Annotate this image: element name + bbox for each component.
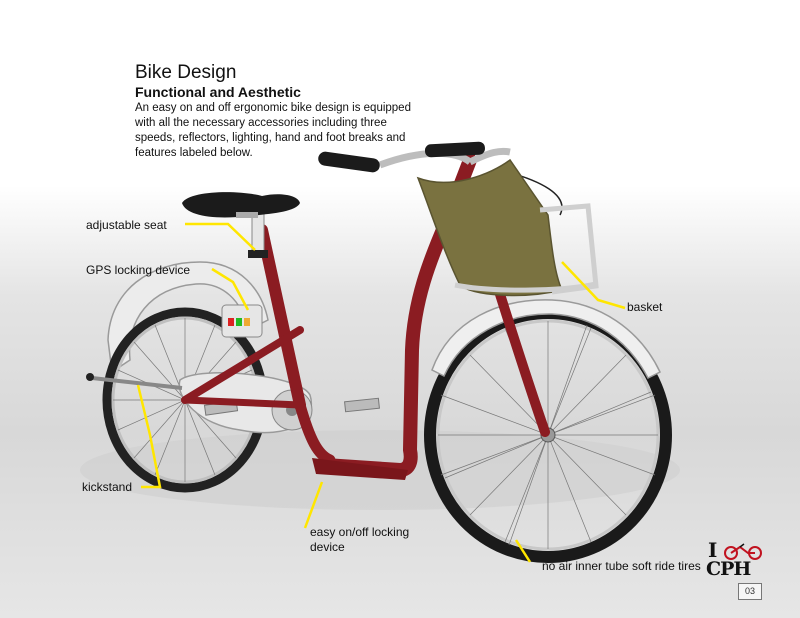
page-number: 03 <box>738 583 762 600</box>
kickstand <box>91 376 183 390</box>
bike-frame <box>181 153 550 478</box>
label-adjustable-seat: adjustable seat <box>86 218 167 232</box>
label-easy-locking-device: easy on/off locking device <box>310 525 410 554</box>
label-gps-locking-device: GPS locking device <box>86 263 191 277</box>
label-kickstand: kickstand <box>82 480 133 494</box>
label-basket: basket <box>627 300 663 314</box>
gps-device <box>221 304 263 338</box>
handlebars <box>318 141 563 216</box>
i-bike-cph-logo: I CPH <box>706 538 766 583</box>
page-description: An easy on and off ergonomic bike design… <box>135 102 411 159</box>
logo-i: I <box>708 538 718 562</box>
logo-cph: CPH <box>706 558 751 580</box>
basket <box>416 158 599 297</box>
step-through-plate <box>312 458 408 480</box>
page-subtitle: Functional and Aesthetic <box>135 84 301 100</box>
label-tires: no air inner tube soft ride tires <box>542 559 701 573</box>
heading-block: Bike Design Functional and Aesthetic An … <box>135 62 425 161</box>
bike-heart-icon <box>724 543 762 560</box>
page-title: Bike Design <box>135 62 237 83</box>
seat <box>182 192 300 258</box>
front-fender <box>431 299 661 379</box>
callout-lines <box>136 222 626 563</box>
